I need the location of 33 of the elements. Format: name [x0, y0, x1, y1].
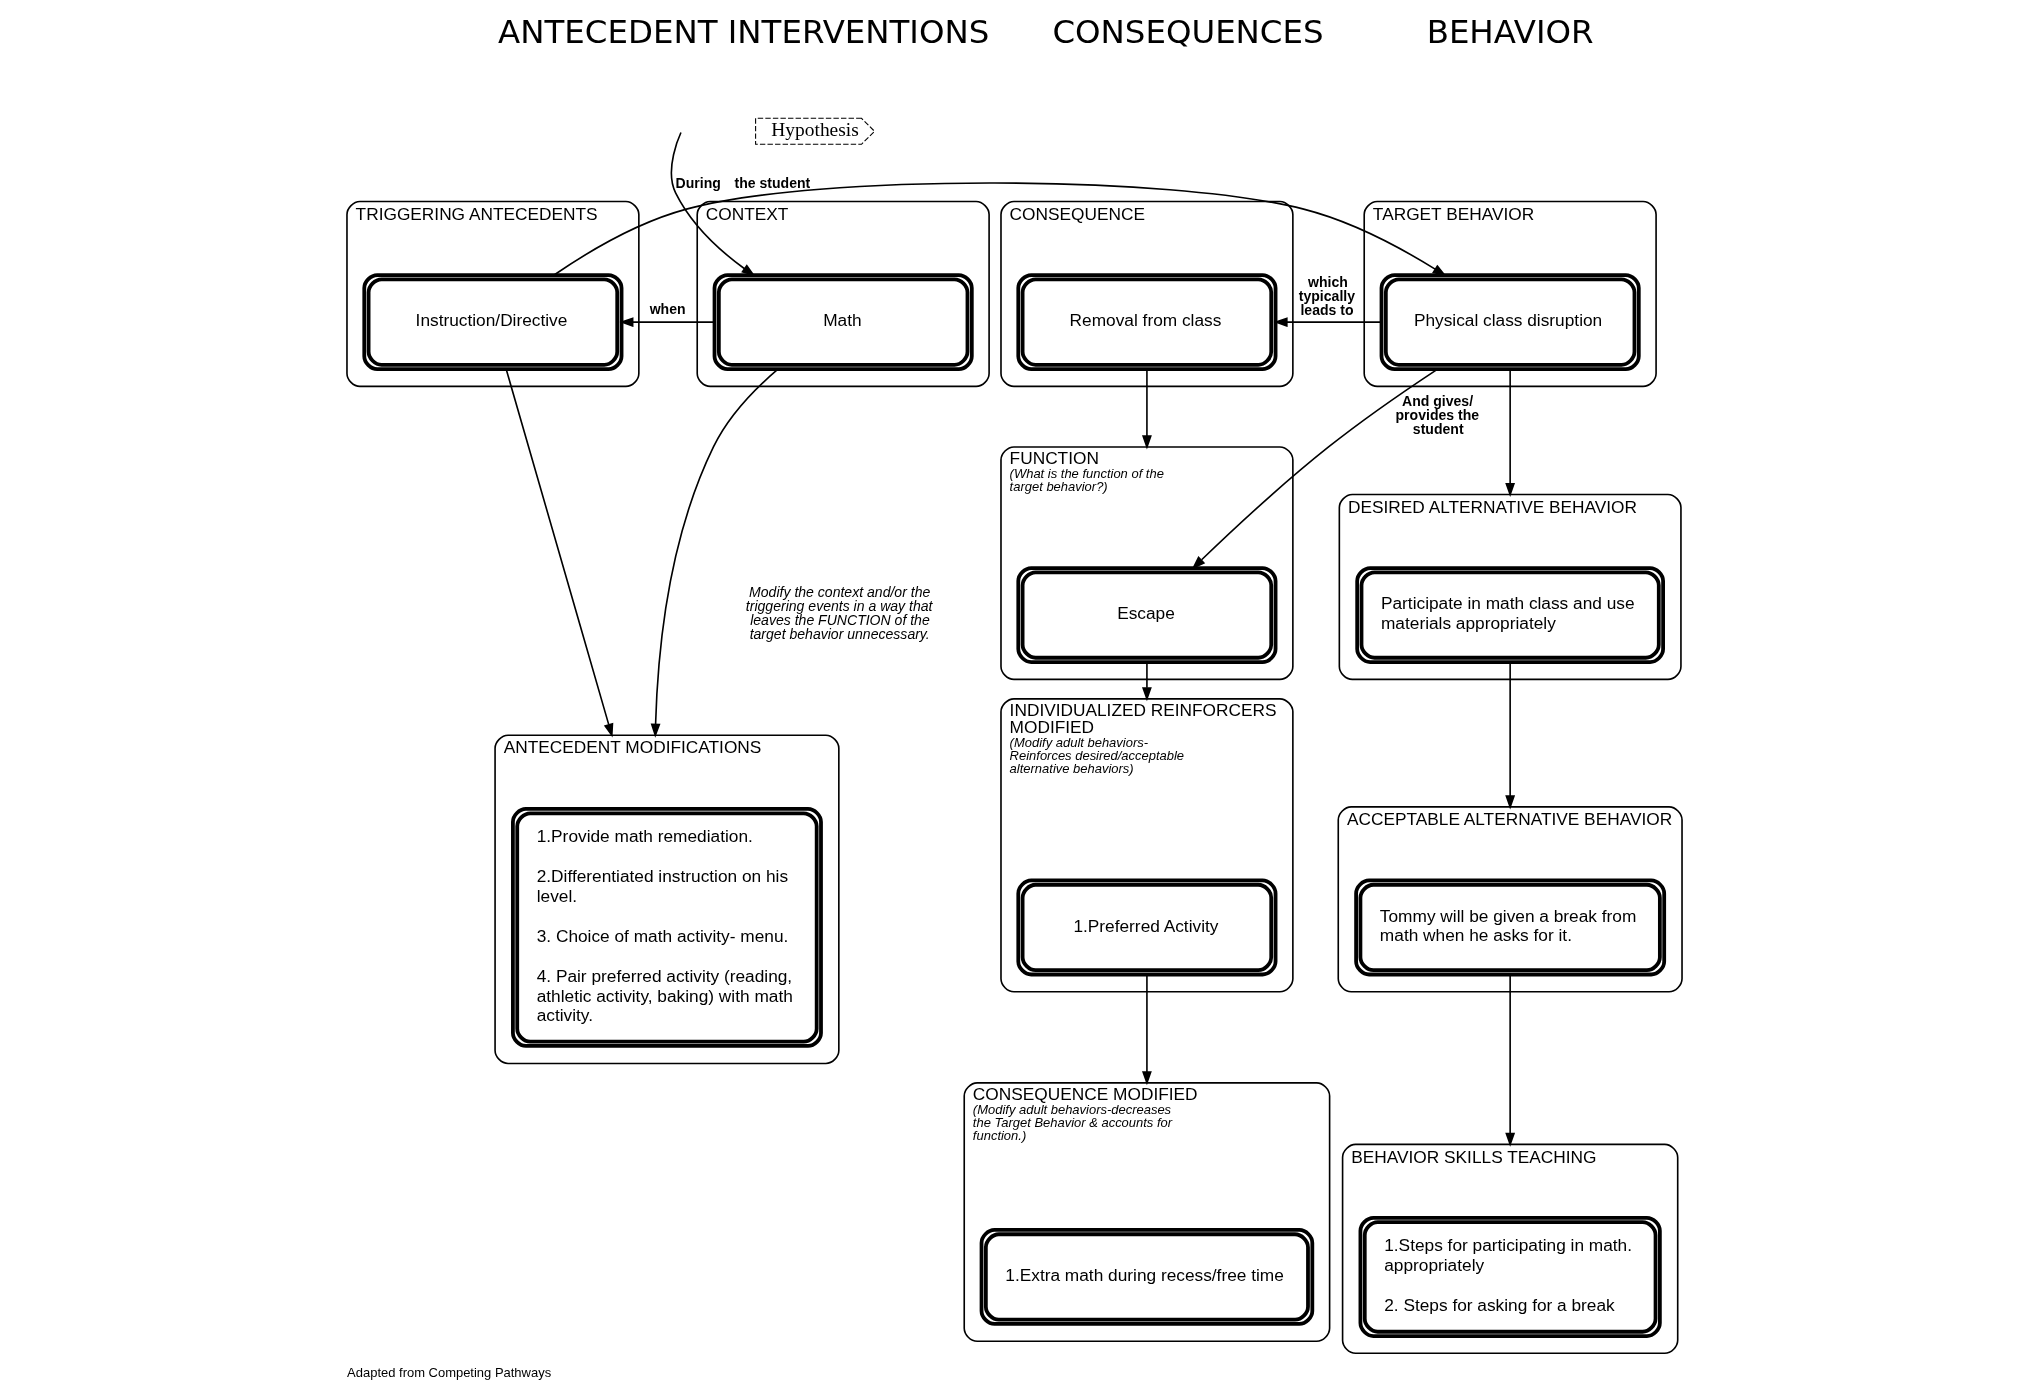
arrow — [1504, 661, 1515, 810]
arrow — [504, 368, 613, 738]
node-box: 1.Preferred Activity — [1015, 878, 1277, 977]
edge-label: And gives/ provides the student — [1395, 393, 1479, 438]
arrow — [1141, 368, 1152, 450]
node-box: Tommy will be given a break from math when he asks for it. — [1353, 878, 1666, 977]
arrow — [650, 368, 779, 738]
arrow — [618, 317, 715, 327]
arrow — [1504, 368, 1515, 497]
label: Modify the context and/or the triggering events in a way that leaves the FUNCTION of the target behavior unnecessary. — [745, 584, 932, 643]
label: CONSEQUENCES — [1051, 12, 1324, 51]
arrow — [1504, 973, 1515, 1147]
label: ANTECEDENT INTERVENTIONS — [497, 12, 989, 51]
node-box: 1.Extra math during recess/free time — [979, 1228, 1314, 1326]
node-box: Removal from class — [1015, 273, 1277, 371]
node-box: Math — [712, 273, 974, 371]
edge-label: which typically leads to — [1298, 273, 1355, 318]
caption: Adapted from Competing Pathways — [346, 1364, 551, 1380]
label: BEHAVIOR — [1426, 12, 1594, 51]
arrow — [553, 182, 1447, 277]
arrow — [1141, 661, 1152, 702]
edge-label: the student — [734, 174, 810, 191]
edge-label: During — [675, 174, 721, 191]
edge-label: when — [649, 300, 686, 317]
node-box: 1.Steps for participating in math. appropriately 2. Steps for asking for a break — [1358, 1215, 1662, 1338]
arrow — [1191, 368, 1438, 570]
arrow — [670, 131, 755, 277]
node-box: Participate in math class and use materials appropriately — [1354, 566, 1665, 664]
node-box: Physical class disruption — [1379, 273, 1641, 371]
node-box: Instruction/Directive — [361, 273, 623, 371]
node-box: Escape — [1015, 566, 1277, 664]
arrow — [1141, 973, 1152, 1086]
node-box: 1.Provide math remediation. 2.Differentiated instruction on his level. 3. Choice of math activity- menu. 4. Pair preferred activity (reading, athletic activity, baking) with math activity. — [510, 807, 823, 1048]
